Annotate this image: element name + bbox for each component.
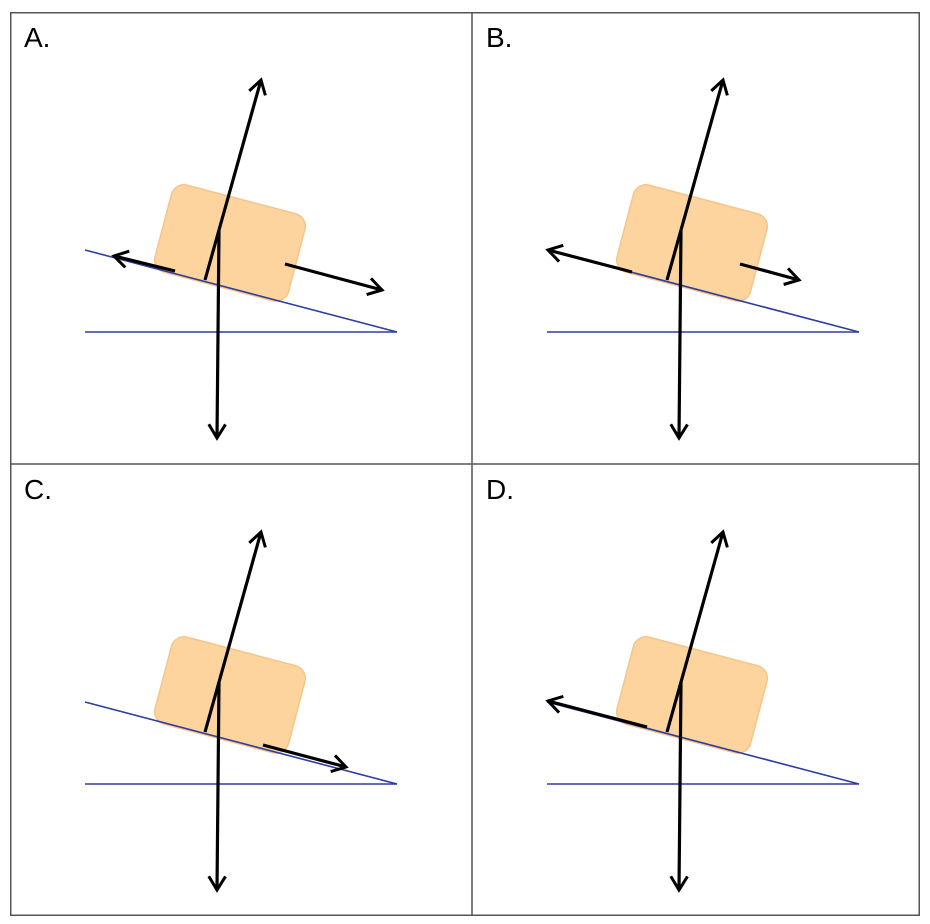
block <box>153 184 307 302</box>
free-body-diagram-c <box>84 529 398 893</box>
option-label-c: C. <box>24 474 52 505</box>
answer-options-grid: A. B. C. D. <box>10 12 920 916</box>
free-body-diagram-b <box>545 77 860 441</box>
free-body-diagram-a <box>84 77 398 441</box>
option-label-d: D. <box>486 474 514 505</box>
block <box>153 636 307 754</box>
option-label-b: B. <box>486 22 513 53</box>
option-panel-b[interactable]: B. <box>472 12 930 464</box>
option-panel-c[interactable]: C. <box>10 464 472 916</box>
option-label-a: A. <box>24 22 51 53</box>
block <box>615 636 769 754</box>
applied-force-arrow <box>284 262 385 296</box>
block <box>615 184 769 302</box>
option-panel-d[interactable]: D. <box>472 464 930 916</box>
option-panel-a[interactable]: A. <box>10 12 472 464</box>
free-body-diagram-d <box>545 529 860 893</box>
